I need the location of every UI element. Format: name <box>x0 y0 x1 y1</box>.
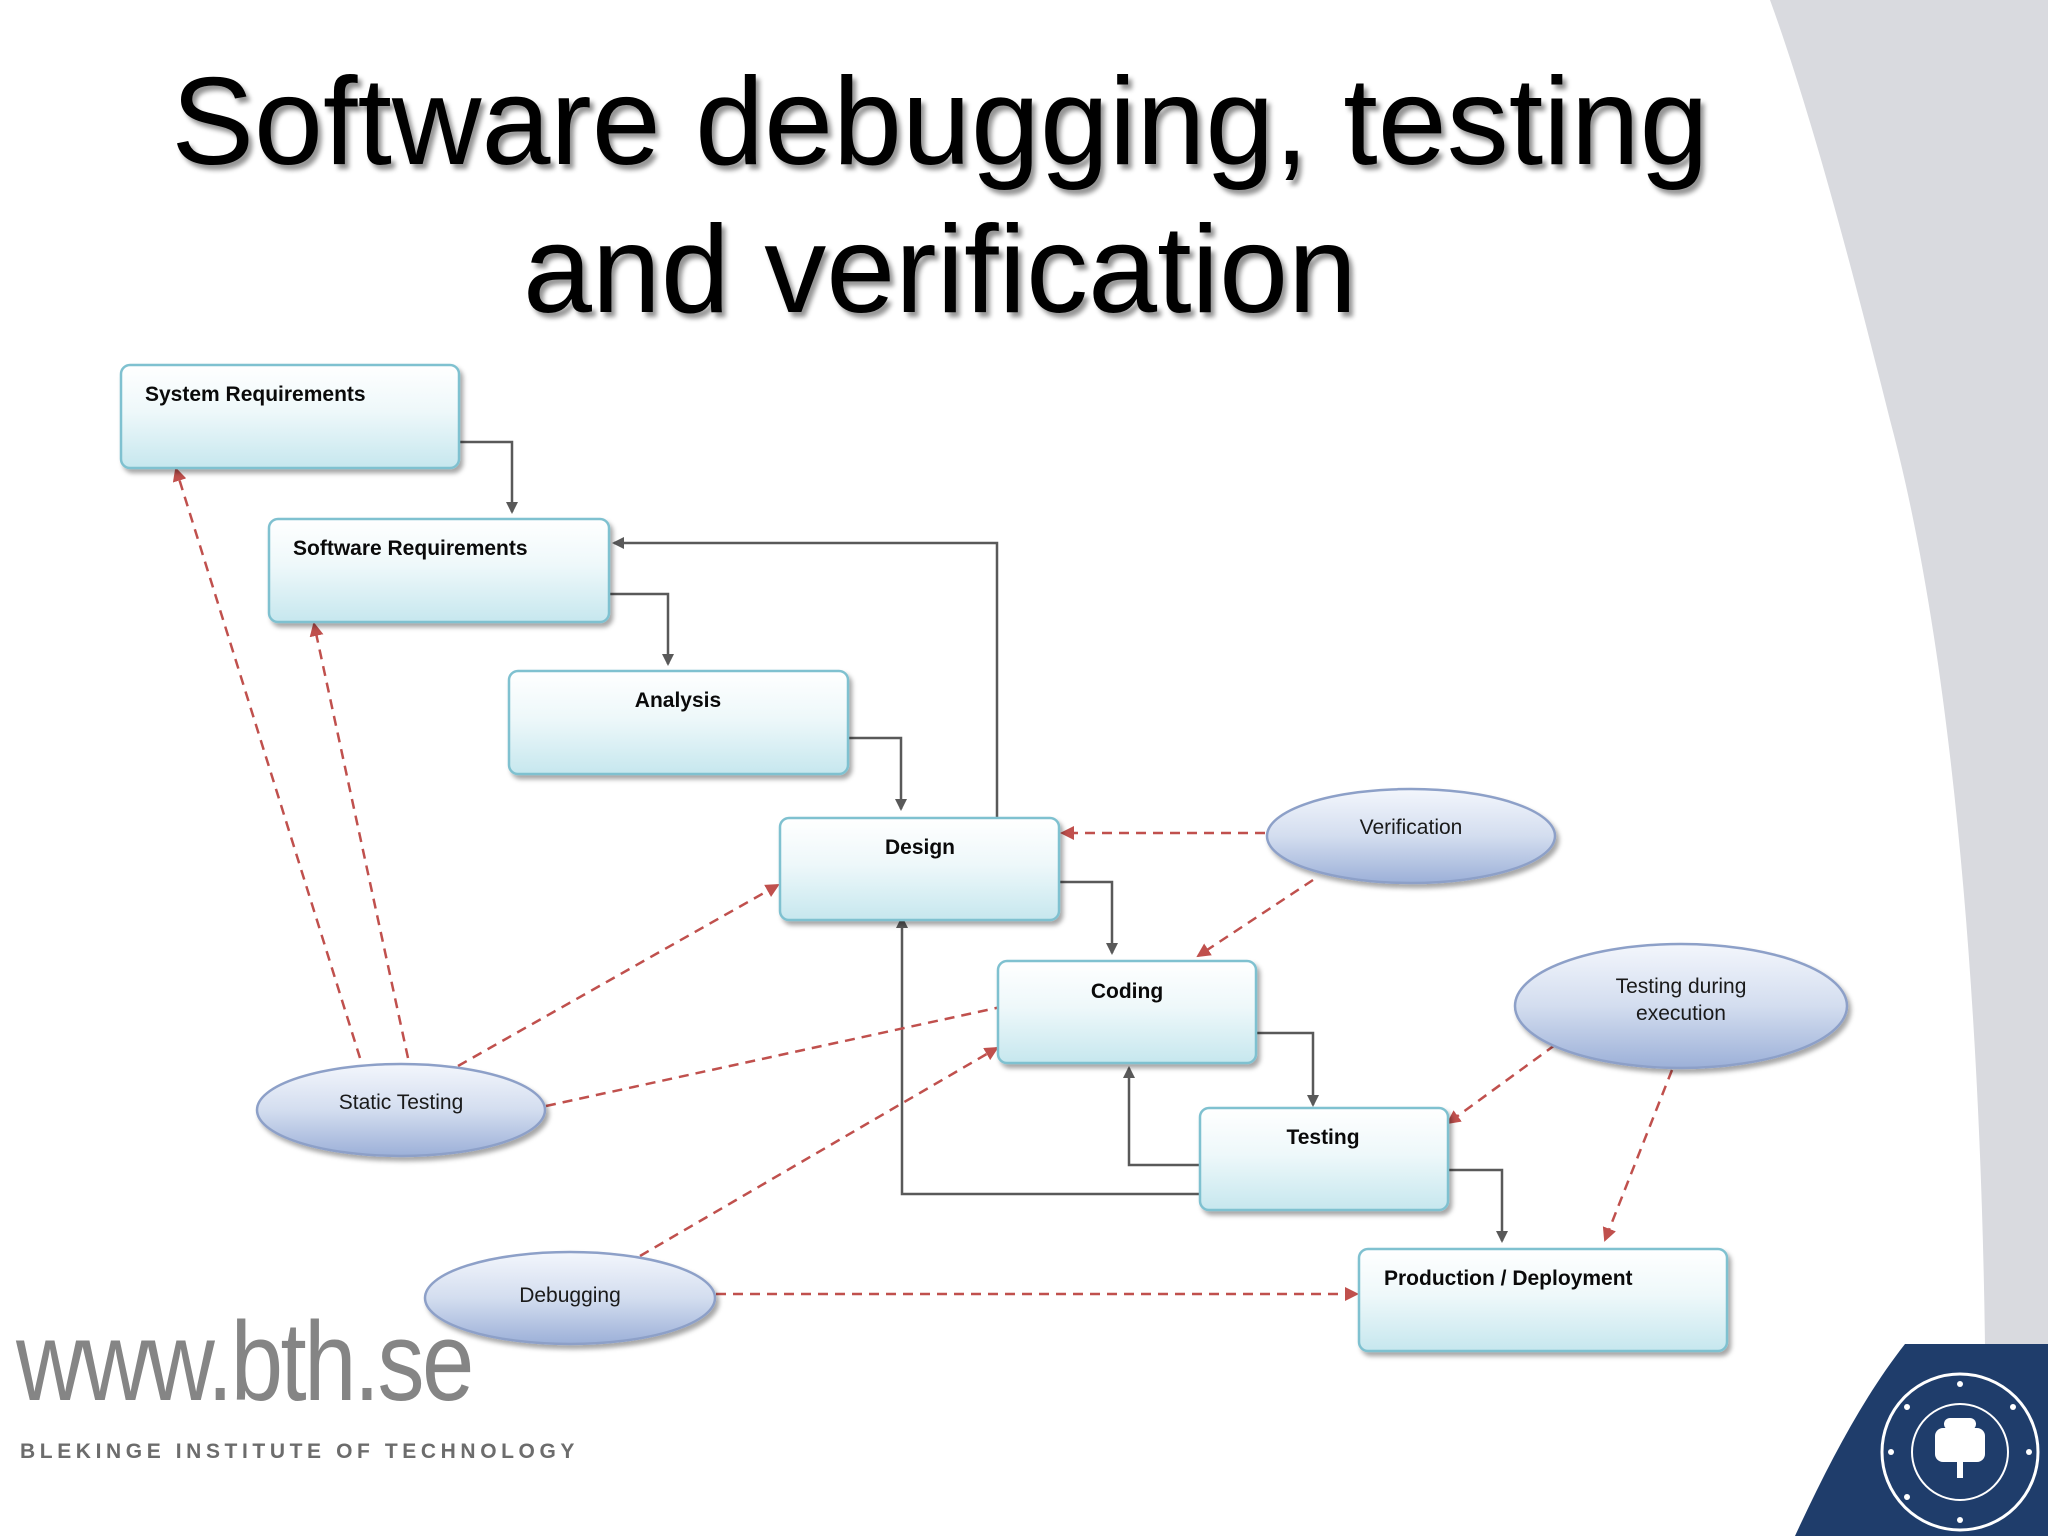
node-design: Design <box>778 816 1061 922</box>
dashed-execution-to-testing <box>1446 1043 1556 1125</box>
ellipse-verification: Verification <box>1265 787 1557 885</box>
flow-connectors <box>459 440 1508 1243</box>
node-label: Production / Deployment <box>1384 1267 1633 1290</box>
node-label: Coding <box>1091 980 1163 1003</box>
connector-design-to-software-feedback <box>612 537 999 818</box>
bth-logo: www.bth.se BLEKINGE INSTITUTE OF TECHNOL… <box>16 1299 574 1490</box>
node-box <box>778 816 1061 922</box>
connector-design-to-coding <box>1058 880 1118 955</box>
ellipse-label-line-2: execution <box>1636 1002 1726 1025</box>
node-box <box>507 669 850 776</box>
connector-coding-to-testing <box>1256 1031 1319 1107</box>
node-box <box>996 959 1258 1065</box>
connector-testing-to-coding-feedback <box>1123 1066 1200 1167</box>
node-box <box>267 517 611 624</box>
dashed-connectors <box>172 467 1674 1301</box>
ellipse-testing-during-execution: Testing during execution <box>1513 942 1849 1070</box>
title-line-1: Software debugging, testing <box>171 53 1709 191</box>
ellipse-static-testing: Static Testing <box>255 1062 547 1158</box>
slide-title: Software debugging, testing and verifica… <box>120 48 1760 344</box>
node-testing: Testing <box>1198 1106 1450 1212</box>
node-label: Testing <box>1286 1126 1359 1149</box>
dashed-static-to-system <box>172 467 362 1059</box>
background-swoosh <box>1770 0 2048 1536</box>
node-box <box>1357 1247 1729 1353</box>
title-line-2: and verification <box>522 201 1358 339</box>
logo-institute-name: BLEKINGE INSTITUTE OF TECHNOLOGY <box>20 1440 580 1463</box>
connector-analysis-to-design <box>847 736 907 811</box>
node-box <box>119 363 461 470</box>
ellipse-shape <box>1265 787 1557 885</box>
node-production-deployment: Production / Deployment <box>1357 1247 1729 1353</box>
node-label: Software Requirements <box>293 537 528 560</box>
node-software-requirements: Software Requirements <box>267 517 611 624</box>
node-system-requirements: System Requirements <box>119 363 461 470</box>
node-box <box>1198 1106 1450 1212</box>
node-label: Design <box>885 836 955 859</box>
connector-software-to-analysis <box>608 592 674 666</box>
connector-system-to-software <box>459 440 518 514</box>
ellipse-label: Debugging <box>519 1284 621 1307</box>
ellipse-debugging: Debugging <box>423 1250 717 1346</box>
node-analysis: Analysis <box>507 669 850 776</box>
ellipse-shape <box>423 1250 717 1346</box>
dashed-debugging-to-coding <box>639 1046 999 1258</box>
dashed-static-to-software <box>309 622 410 1059</box>
ellipse-shape <box>1513 942 1849 1070</box>
node-label: Analysis <box>635 689 721 712</box>
dashed-verification-to-coding <box>1196 878 1314 958</box>
dashed-static-to-design <box>457 883 780 1068</box>
node-label: System Requirements <box>145 383 366 406</box>
connector-testing-to-production <box>1447 1168 1508 1243</box>
ellipse-label: Static Testing <box>339 1091 464 1114</box>
ellipse-label: Verification <box>1360 816 1463 839</box>
logo-url: www.bth.se <box>16 1299 474 1424</box>
dashed-execution-to-production <box>1602 1069 1674 1242</box>
dashed-static-to-coding <box>545 1000 1012 1108</box>
ellipse-label-line-1: Testing during <box>1616 975 1747 998</box>
connector-testing-to-design-feedback <box>896 916 1200 1196</box>
node-coding: Coding <box>996 959 1258 1065</box>
ellipse-shape <box>255 1062 547 1158</box>
